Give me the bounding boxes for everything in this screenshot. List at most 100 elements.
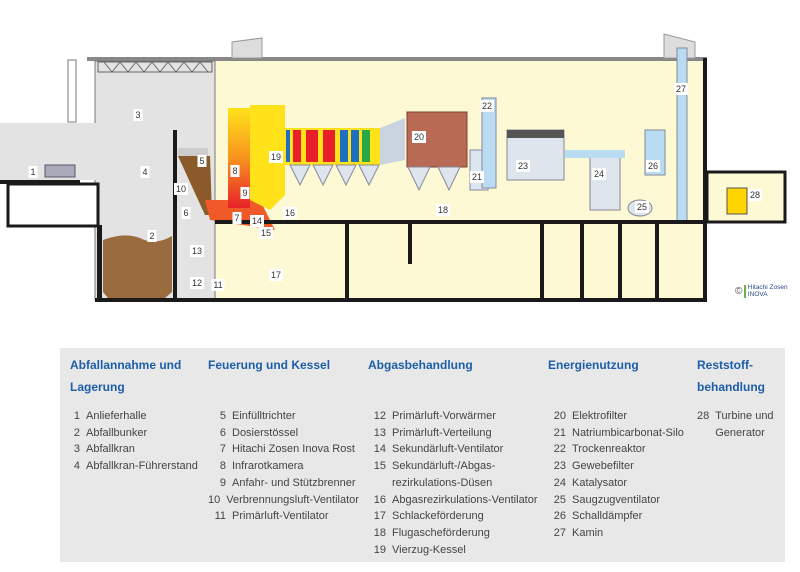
legend-item-number: 28 <box>697 410 710 422</box>
label-9: 9 <box>240 187 250 199</box>
legend-item-number: 7 <box>219 443 226 456</box>
legend-item: 7 Hitachi Zosen Inova Rost <box>208 441 358 458</box>
legend-item-text: Turbine und Generator <box>715 410 774 439</box>
legend-item-number: 12 <box>373 410 386 422</box>
legend-item-number: 6 <box>219 426 226 439</box>
feed-hopper <box>178 148 208 156</box>
legend-item-number: 17 <box>373 510 386 523</box>
legend-item-number: 19 <box>373 543 386 556</box>
label-15: 15 <box>258 227 274 239</box>
legend-item: 12 Primärluft-Vorwärmer <box>368 408 538 425</box>
label-10: 10 <box>173 183 189 195</box>
legend-item-text: Sekundärluft-Ventilator <box>392 443 504 456</box>
label-17: 17 <box>268 269 284 281</box>
legend-item-number: 18 <box>373 526 386 539</box>
copyright-icon: © <box>735 285 743 297</box>
legend-item-text: Hitachi Zosen Inova Rost <box>232 443 355 456</box>
label-13: 13 <box>189 245 205 257</box>
legend-item-number: 24 <box>553 476 566 489</box>
legend-item-text: Einfülltrichter <box>232 410 296 422</box>
basement-walls <box>345 224 659 300</box>
heat-exchangers <box>286 130 370 162</box>
label-12: 12 <box>189 277 205 289</box>
label-8: 8 <box>230 165 240 177</box>
roof <box>87 57 707 61</box>
legend-item-text: Trockenreaktor <box>572 443 646 456</box>
ash-hoppers <box>289 164 380 187</box>
label-18: 18 <box>435 204 451 216</box>
legend-item-number: 20 <box>553 410 566 422</box>
legend-item-text: Primärluft-Vorwärmer <box>392 410 496 422</box>
duct-to-esp <box>380 118 405 165</box>
label-11: 11 <box>211 279 225 291</box>
legend-item-text: Natriumbicarbonat-Silo <box>572 426 684 439</box>
legend-item: 1 Anlieferhalle <box>70 408 200 425</box>
label-20: 20 <box>411 131 427 143</box>
legend-item-text: Infrarotkamera <box>232 460 304 473</box>
esp-hoppers <box>407 166 461 192</box>
legend-column-title: Energienutzung <box>548 358 639 372</box>
legend-item-text: Schlackeförderung <box>392 510 484 523</box>
legend-item-text: Anlieferhalle <box>86 410 147 422</box>
legend-item-number: 11 <box>214 510 226 523</box>
legend-item-text: Abfallkran-Führerstand <box>86 460 198 473</box>
catalyst <box>589 154 621 211</box>
label-25: 25 <box>634 201 650 213</box>
legend-item-text: Sekundärluft-/Abgas- rezirkulations-Düse… <box>392 460 496 489</box>
legend-item-number: 5 <box>219 410 226 422</box>
waste-pile <box>103 235 172 298</box>
legend-item: 4 Abfallkran-Führerstand <box>70 458 200 475</box>
legend-item-number: 10 <box>208 493 221 506</box>
label-23: 23 <box>515 160 531 172</box>
crane-frame <box>67 59 77 123</box>
legend-column: Reststoff-behandlung 28 Turbine und Genera… <box>697 354 782 441</box>
label-26: 26 <box>645 160 661 172</box>
label-1: 1 <box>28 166 38 178</box>
legend-item-number: 26 <box>553 510 566 523</box>
legend-item: 11 Primärluft-Ventilator <box>208 508 358 525</box>
delivery-floor <box>0 180 80 184</box>
truck <box>44 164 76 178</box>
hopper-waste <box>178 156 212 215</box>
legend-item-number: 4 <box>73 460 80 473</box>
legend-item-number: 13 <box>373 426 386 439</box>
label-2: 2 <box>147 230 157 242</box>
logo-line-2: INOVA <box>747 291 768 298</box>
legend-item-text: Abfallkran <box>86 443 135 456</box>
legend-item-text: Schalldämpfer <box>572 510 643 523</box>
roof-vent <box>231 37 263 59</box>
legend-item-number: 16 <box>373 493 386 506</box>
boiler-pass <box>250 105 285 210</box>
label-5: 5 <box>197 155 207 167</box>
legend-item-text: Abfallbunker <box>86 426 148 439</box>
legend-item-number: 2 <box>73 426 80 439</box>
turbine <box>726 187 748 215</box>
plant-cross-section <box>0 33 787 302</box>
logo-line-1: Hitachi Zosen <box>747 284 788 291</box>
right-wall <box>703 58 707 302</box>
label-28: 28 <box>747 189 763 201</box>
legend-item-text: Primärluft-Ventilator <box>232 510 329 523</box>
legend-item-number: 1 <box>73 410 80 422</box>
logo-bar <box>744 284 746 298</box>
crane-truss <box>97 61 213 73</box>
label-27: 27 <box>673 83 689 95</box>
legend-column-title: Reststoff-behandlung <box>697 358 765 394</box>
legend-item: 26 Schalldämpfer <box>548 508 688 525</box>
fabric-filter-top <box>507 130 564 138</box>
